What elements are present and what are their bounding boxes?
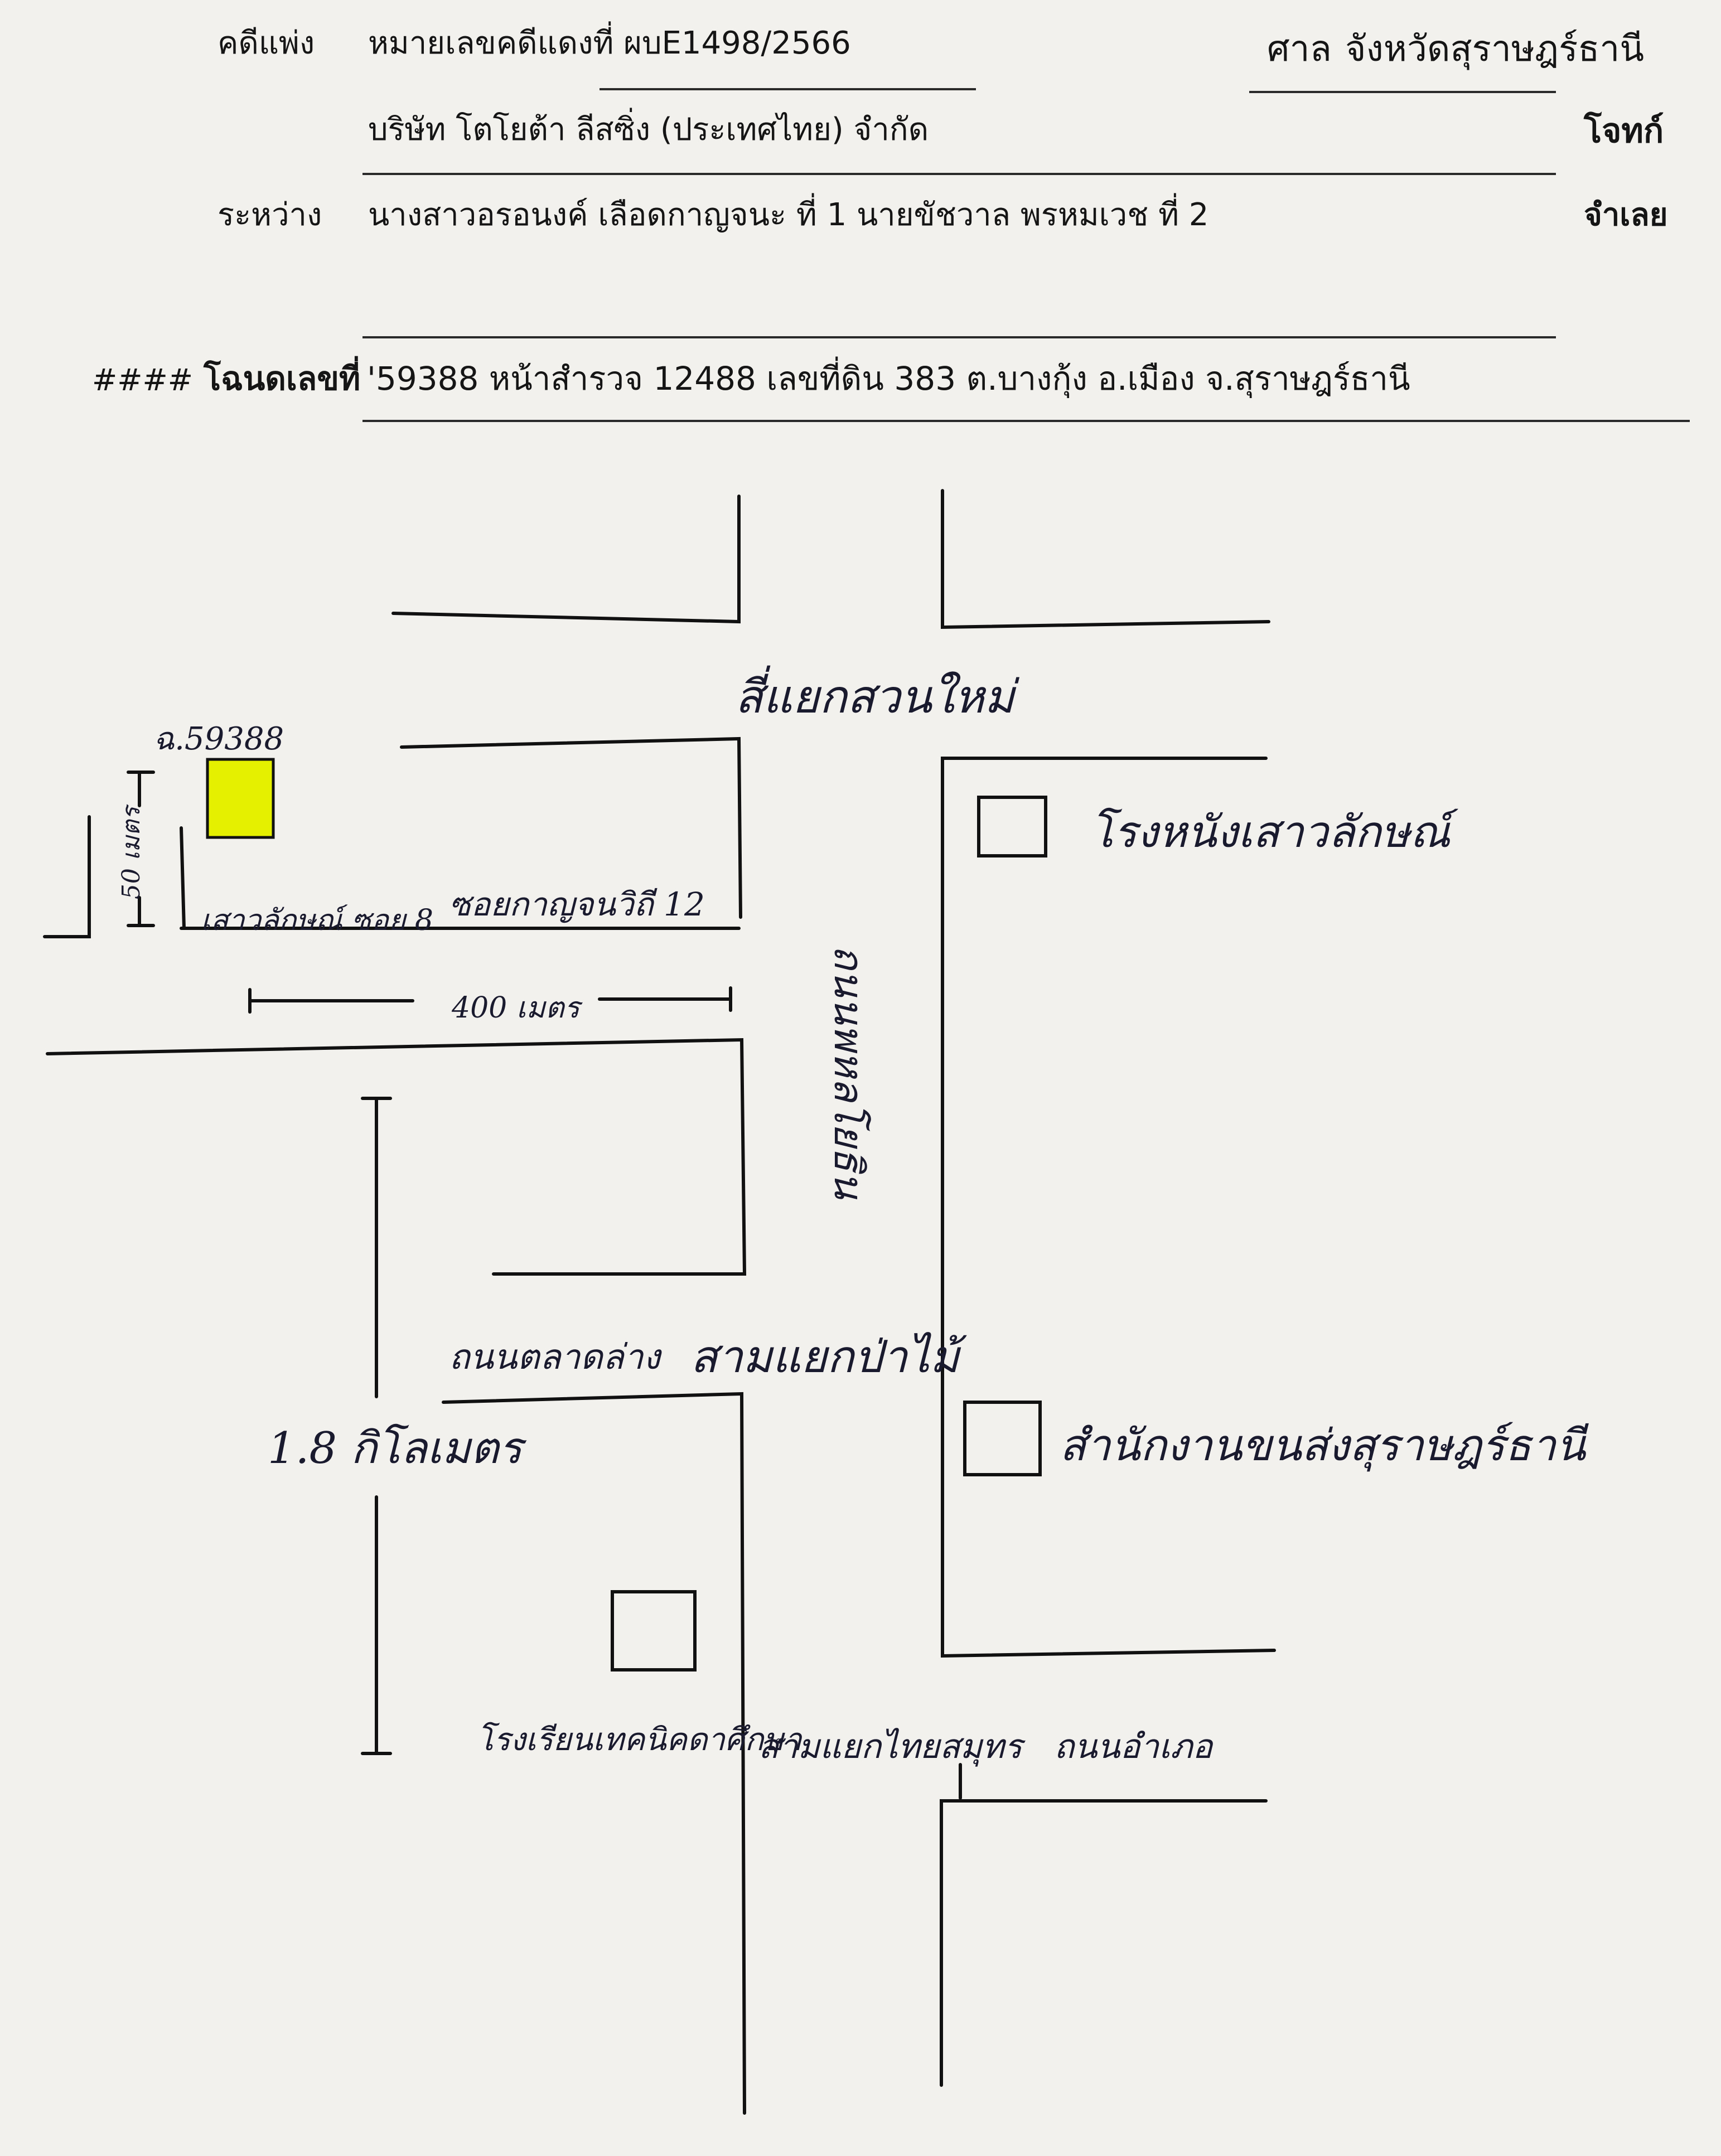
case-type-label: คดีแพ่ง (217, 25, 315, 61)
landmark-cinema-label: โรงหนังเสาวลักษณ์ (1090, 807, 1451, 857)
road-amphoe-edge (940, 1799, 1268, 2087)
intersection-pamai-label: สามแยกป่าไม้ (690, 1331, 960, 1383)
intersection-thaisamakkhi-label: สามแยกไทยสมุทร (758, 1727, 1022, 1766)
landmark-office-label: สำนักงานขนส่งสุราษฎร์ธานี (1060, 1421, 1586, 1471)
defendant-role: จำเลย (1584, 197, 1668, 233)
defendants: นางสาวอรอนงค์ เลือดกาญจนะ ที่ 1 นายขัชวา… (368, 197, 1209, 233)
main-road-left-edge-north (391, 495, 741, 624)
plaintiff-name: บริษัท โตโยต้า ลีสซิ่ง (ประเทศไทย) จำกัด (368, 112, 929, 148)
deed-prefix: #### (92, 362, 193, 398)
parcel-frontage (180, 826, 186, 930)
road-talat-lang-label: ถนนตลาดล่าง (449, 1336, 660, 1377)
soi-saowalak-label: เสาวลักษณ์ ซอย 8 (201, 904, 433, 937)
distance-km-label: 1.8 กิโลเมตร (268, 1423, 523, 1474)
deed-label: โฉนดเลขที่ (204, 360, 361, 398)
distance-50m-label: 50 เมตร (117, 806, 146, 900)
road-segment-talat-lang (442, 1392, 746, 2115)
between-label: ระหว่าง (217, 197, 322, 233)
road-amphoe-label: ถนนอำเภอ (1054, 1727, 1213, 1766)
parcel-marker (206, 758, 275, 839)
deed-details: '59388 หน้าสำรวจ 12488 เลขที่ดิน 383 ต.บ… (367, 360, 1410, 398)
main-road-right-edge (941, 757, 1276, 1658)
intersection-north-label: สี่แยกสวนใหม่ (735, 671, 1014, 724)
road-segment-soi-top (400, 737, 742, 919)
court-name: จังหวัดสุราษฎร์ธานี (1345, 28, 1645, 70)
landmark-office-box (963, 1401, 1042, 1476)
landmark-school-box (611, 1590, 697, 1671)
parcel-label: ฉ.59388 (153, 721, 284, 757)
distance-400m-label: 400 เมตร (452, 991, 580, 1025)
landmark-school-label: โรงเรียนเทคนิคดาศึกษา (477, 1722, 802, 1758)
left-short-line (43, 815, 91, 938)
main-road-right-edge-north (941, 489, 1270, 629)
landmark-cinema-box (977, 796, 1047, 857)
road-segment-400m-bottom (46, 1038, 747, 1276)
plaintiff-role: โจทก์ (1584, 112, 1664, 151)
case-number: หมายเลขคดีแดงที่ ผบE1498/2566 (368, 25, 851, 61)
court-label: ศาล (1267, 28, 1332, 70)
soi-kanjanawithi-label: ซอยกาญจนวิถี 12 (449, 885, 705, 923)
main-road-label: ถนนพหลโยธิน (825, 944, 873, 1199)
